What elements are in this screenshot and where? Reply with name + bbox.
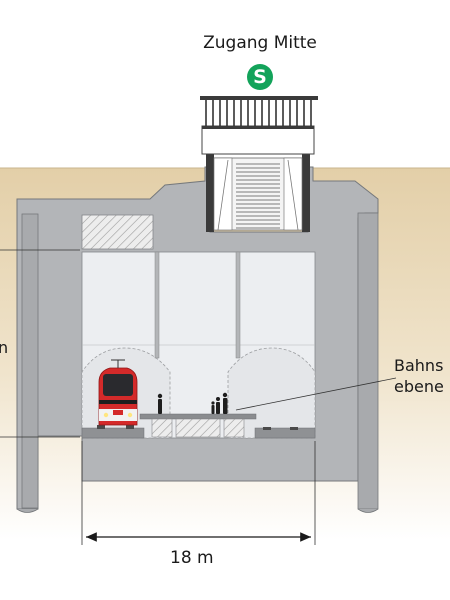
leader-line-platform (235, 377, 397, 411)
platform-level-label: Bahns ebene (394, 355, 444, 397)
rail-right-b (290, 427, 298, 430)
platform-level-label-line2: ebene (394, 377, 444, 396)
stair-entrance (200, 96, 318, 232)
track-bed-right (254, 427, 316, 439)
platform-hatch-c (223, 418, 245, 438)
platform-deck (139, 413, 257, 420)
column-right (235, 251, 241, 359)
right-wall (357, 212, 379, 510)
railing-bars (205, 100, 312, 126)
platform-hatch-b (175, 418, 221, 438)
track-bed-left (81, 427, 145, 439)
width-dimension-label: 18 m (170, 548, 214, 568)
hatched-slab (81, 214, 154, 250)
rail-left-b (126, 425, 134, 429)
platform-hatch-a (151, 418, 173, 438)
left-edge-label-fragment: n (0, 338, 9, 357)
rail-left-a (97, 425, 105, 429)
s-bahn-logo-icon: S (247, 64, 273, 90)
left-wall-face (21, 213, 39, 509)
right-wall-foot (357, 508, 379, 513)
platform-level-label-line1: Bahns (394, 356, 444, 375)
passenger-figures (157, 392, 228, 414)
stair-steps (236, 163, 280, 229)
column-left (154, 251, 160, 359)
entrance-title: Zugang Mitte (203, 33, 317, 53)
rail-right-a (263, 427, 271, 430)
s-bahn-train (98, 359, 138, 426)
left-wall-foot (16, 508, 39, 513)
